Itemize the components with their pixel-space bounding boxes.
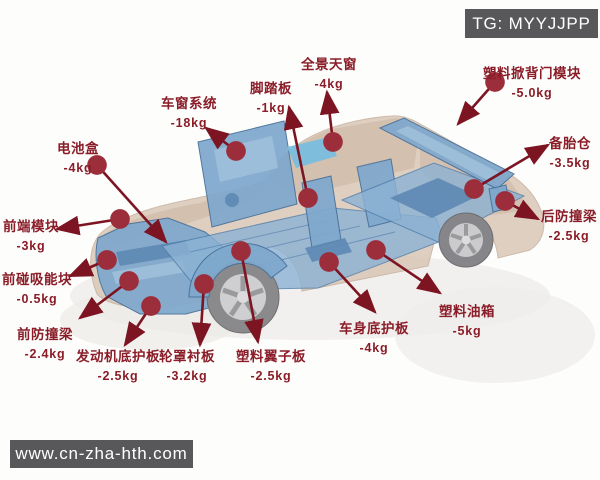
- part-weight: -0.5kg: [16, 292, 58, 306]
- part-weight: -2.5kg: [548, 229, 590, 243]
- part-weight: -2.5kg: [250, 369, 292, 383]
- part-label-plastic-tailgate-module: 塑料掀背门模块 -5.0kg: [483, 66, 581, 100]
- arrow-front-bumper-beam: [78, 271, 139, 320]
- arrow-battery-box: [87, 155, 168, 244]
- part-label-window-system: 车窗系统 -18kg: [161, 96, 217, 130]
- part-weight: -4kg: [63, 161, 93, 175]
- part-name: 前端模块: [3, 219, 59, 234]
- part-label-plastic-fender: 塑料翼子板 -2.5kg: [236, 349, 306, 383]
- rear-wheel: [438, 212, 494, 268]
- part-label-battery-box: 电池盒 -4kg: [57, 141, 99, 175]
- arrow-tailgate-module: [456, 72, 505, 126]
- part-weight: -1kg: [256, 101, 286, 115]
- part-name: 前碰吸能块: [2, 272, 72, 287]
- part-name: 轮罩衬板: [159, 349, 215, 364]
- part-weight: -5.0kg: [511, 86, 553, 100]
- part-name: 塑料掀背门模块: [483, 66, 581, 81]
- part-label-front-end-module: 前端模块 -3kg: [3, 219, 59, 253]
- annotation-arrows: [54, 72, 551, 348]
- arrow-front-end-module: [54, 209, 130, 236]
- part-name: 塑料油箱: [439, 304, 495, 319]
- part-label-wheel-arch-liner: 轮罩衬板 -3.2kg: [159, 349, 215, 383]
- part-name: 塑料翼子板: [236, 349, 306, 364]
- part-weight: -4kg: [359, 341, 389, 355]
- part-label-body-underguard: 车身底护板 -4kg: [339, 321, 409, 355]
- arrow-sunroof: [319, 89, 343, 152]
- part-name: 全景天窗: [301, 57, 357, 72]
- part-label-engine-underguard: 发动机底护板 -2.5kg: [76, 349, 160, 383]
- part-weight: -5kg: [452, 324, 482, 338]
- part-name: 前防撞梁: [17, 327, 73, 342]
- part-weight: -3.2kg: [166, 369, 208, 383]
- arrow-wheel-arch-liner: [191, 274, 214, 348]
- part-name: 车身底护板: [339, 321, 409, 336]
- part-label-spare-tire-well: 备胎仓 -3.5kg: [549, 136, 591, 170]
- part-weight: -2.4kg: [24, 347, 66, 361]
- part-label-front-crash-absorber: 前碰吸能块 -0.5kg: [2, 272, 72, 306]
- arrow-front-crash-absorber: [67, 250, 117, 278]
- part-label-front-bumper-beam: 前防撞梁 -2.4kg: [17, 327, 73, 361]
- part-weight: -2.5kg: [97, 369, 139, 383]
- part-name: 发动机底护板: [76, 349, 160, 364]
- arrow-pedal: [283, 104, 318, 208]
- part-label-panoramic-sunroof: 全景天窗 -4kg: [301, 57, 357, 91]
- arrow-fuel-tank: [366, 240, 443, 295]
- part-label-rear-bumper-beam: 后防撞梁 -2.5kg: [541, 209, 597, 243]
- arrow-plastic-fender: [231, 241, 264, 345]
- watermark-telegram: TG: MYYJJPP: [465, 9, 598, 38]
- part-weight: -3.5kg: [549, 156, 591, 170]
- arrow-window-system: [204, 126, 246, 161]
- part-weight: -18kg: [170, 116, 208, 130]
- part-name: 电池盒: [57, 141, 99, 156]
- part-name: 脚踏板: [250, 81, 292, 96]
- watermark-website: www.cn-zha-hth.com: [10, 440, 193, 468]
- part-name: 备胎仓: [549, 136, 591, 151]
- part-weight: -3kg: [16, 239, 46, 253]
- part-weight: -4kg: [314, 77, 344, 91]
- arrow-spare-tire-well: [464, 143, 551, 199]
- part-name: 后防撞梁: [541, 209, 597, 224]
- part-name: 车窗系统: [161, 96, 217, 111]
- arrow-body-underguard: [319, 252, 377, 314]
- arrow-engine-underguard: [123, 296, 161, 348]
- part-label-plastic-fuel-tank: 塑料油箱 -5kg: [439, 304, 495, 338]
- arrow-rear-bumper-beam: [495, 191, 541, 221]
- part-label-pedal: 脚踏板 -1kg: [250, 81, 292, 115]
